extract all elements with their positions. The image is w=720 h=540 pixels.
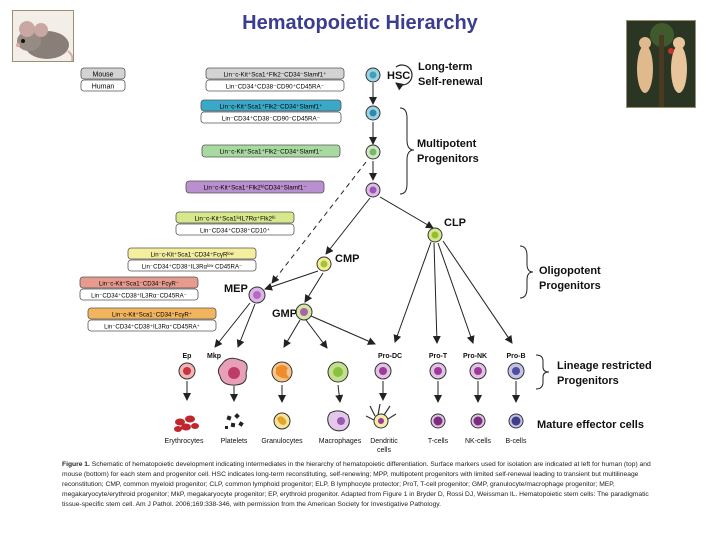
marker-mpp2-mouse: Lin⁻c-Kit⁺Sca1⁺Flk2⁻CD34⁺Slamf1⁻ bbox=[220, 149, 323, 156]
ep-label: Ep bbox=[183, 353, 192, 360]
erythrocyte-cells bbox=[174, 415, 199, 432]
marker-mep-human: Lin⁻CD34⁺CD38⁺IL3Rα⁻CD45RA⁻ bbox=[91, 293, 187, 300]
b-cells-label: B-cells bbox=[505, 438, 527, 445]
marker-hsc-human: Lin⁻CD34⁺CD38⁻CD90⁺CD45RA⁻ bbox=[226, 84, 324, 91]
species-legend: Mouse Human bbox=[80, 67, 126, 92]
dendritic-label: Dendritic bbox=[370, 438, 398, 445]
marker-gmp-human: Lin⁻CD34⁺CD38⁺IL3Rα⁺CD45RA⁺ bbox=[104, 324, 200, 331]
stage-labels: Long-term Self-renewal Multipotent Proge… bbox=[417, 61, 652, 431]
figure-caption: Figure 1. Schematic of hematopoietic dev… bbox=[62, 460, 668, 510]
hsc-label: HSC bbox=[387, 70, 410, 82]
marker-clp-human: Lin⁻CD34⁺CD38⁺CD10⁺ bbox=[200, 228, 270, 235]
clp-label: CLP bbox=[444, 217, 466, 229]
macrophage-cell bbox=[327, 410, 350, 432]
marker-mpp3-mouse: Lin⁻c-Kit⁺Sca1⁺Flk2ʰⁱCD34⁺Slamf1⁻ bbox=[203, 184, 306, 192]
erythrocytes-label: Erythrocytes bbox=[165, 438, 204, 445]
legend-human-label: Human bbox=[92, 84, 115, 91]
pro-nk-label: Pro-NK bbox=[463, 353, 487, 360]
marker-mpp1-mouse: Lin⁻c-Kit⁺Sca1⁺Flk2⁻CD34⁺Slamf1⁺ bbox=[220, 104, 323, 111]
mouse-photo bbox=[12, 10, 74, 62]
t-cell bbox=[430, 413, 446, 429]
mkp-label: Mkp bbox=[207, 353, 221, 360]
pro-b-label: Pro-B bbox=[506, 353, 525, 360]
stage-brackets bbox=[399, 107, 550, 390]
gmp-label: GMP bbox=[272, 308, 297, 320]
marker-cmp-human: Lin⁻CD34⁺CD38⁺IL3Rαˡᵒʷ CD45RA⁻ bbox=[142, 264, 242, 271]
cmp-label: CMP bbox=[335, 253, 359, 265]
adam-and-eve-painting bbox=[626, 20, 696, 108]
marker-cmp-mouse: Lin⁻c-Kit⁺Sca1⁻CD34⁺FcγRˡᵒʷ bbox=[150, 252, 233, 259]
legend-mouse-label: Mouse bbox=[92, 72, 113, 79]
marker-mpp1-human: Lin⁻CD34⁺CD38⁻CD90⁻CD45RA⁻ bbox=[222, 116, 320, 123]
caption-text: Schematic of hematopoietic development i… bbox=[62, 461, 651, 508]
pro-dc-label: Pro-DC bbox=[378, 353, 402, 360]
marker-mep-mouse: Lin⁻c-Kit⁺Sca1⁻CD34⁻FcγR⁻ bbox=[99, 281, 179, 288]
macrophages-label: Macrophages bbox=[319, 438, 362, 445]
multipotent-label: Multipotent bbox=[417, 138, 477, 150]
lineage-arrows bbox=[183, 83, 520, 403]
mature-cell-labels: Erythrocytes Platelets Granulocytes Macr… bbox=[165, 438, 527, 454]
granulocytes-label: Granulocytes bbox=[261, 438, 303, 445]
t-cells-label: T-cells bbox=[428, 438, 449, 445]
platelets-label: Platelets bbox=[221, 438, 248, 445]
oligopotent-label: Oligopotent bbox=[539, 265, 601, 277]
mature-effector-label: Mature effector cells bbox=[537, 419, 644, 431]
nk-cell bbox=[470, 413, 486, 429]
progenitor-cells bbox=[248, 67, 443, 321]
mep-label: MEP bbox=[224, 283, 248, 295]
caption-lead: Figure 1. bbox=[62, 461, 90, 468]
dendritic-cell bbox=[365, 403, 397, 429]
self-renewal-arrow bbox=[395, 64, 413, 91]
mature-cells bbox=[174, 403, 524, 432]
hierarchy-diagram: Mouse Human Lin⁻c-Kit⁺Sca1⁺Flk2⁻CD34⁻Sla… bbox=[79, 61, 652, 454]
self-renewal-label: Self-renewal bbox=[418, 76, 483, 88]
lineage-restricted-label: Lineage restricted bbox=[557, 360, 652, 372]
granulocyte-cell bbox=[273, 412, 291, 430]
page-title: Hematopoietic Hierarchy bbox=[242, 12, 478, 34]
marker-boxes: Lin⁻c-Kit⁺Sca1⁺Flk2⁻CD34⁻Slamf1⁺ Lin⁻CD3… bbox=[79, 67, 345, 332]
oligopotent-progenitors-label: Progenitors bbox=[539, 280, 601, 292]
marker-hsc-mouse: Lin⁻c-Kit⁺Sca1⁺Flk2⁻CD34⁻Slamf1⁺ bbox=[224, 72, 327, 79]
marker-gmp-mouse: Lin⁻c-Kit⁺Sca1⁻CD34⁺FcγR⁺ bbox=[112, 312, 192, 319]
lineage-restricted-cells bbox=[178, 357, 525, 386]
b-cell bbox=[508, 413, 524, 429]
lineage-restricted-progenitors-label: Progenitors bbox=[557, 375, 619, 387]
dendritic-cells-label: cells bbox=[377, 447, 392, 454]
long-term-label: Long-term bbox=[418, 61, 473, 73]
nk-cells-label: NK-cells bbox=[465, 438, 492, 445]
node-labels: HSC CLP CMP MEP GMP Ep Mkp Pro-DC Pro-T … bbox=[183, 70, 526, 360]
marker-clp-mouse: Lin⁻c-Kit⁺Sca1ˡᵒIL7Rα⁺Flk2ʰⁱ bbox=[194, 215, 275, 223]
multipotent-progenitors-label: Progenitors bbox=[417, 153, 479, 165]
platelet-cells bbox=[225, 413, 244, 429]
pro-t-label: Pro-T bbox=[429, 353, 448, 360]
